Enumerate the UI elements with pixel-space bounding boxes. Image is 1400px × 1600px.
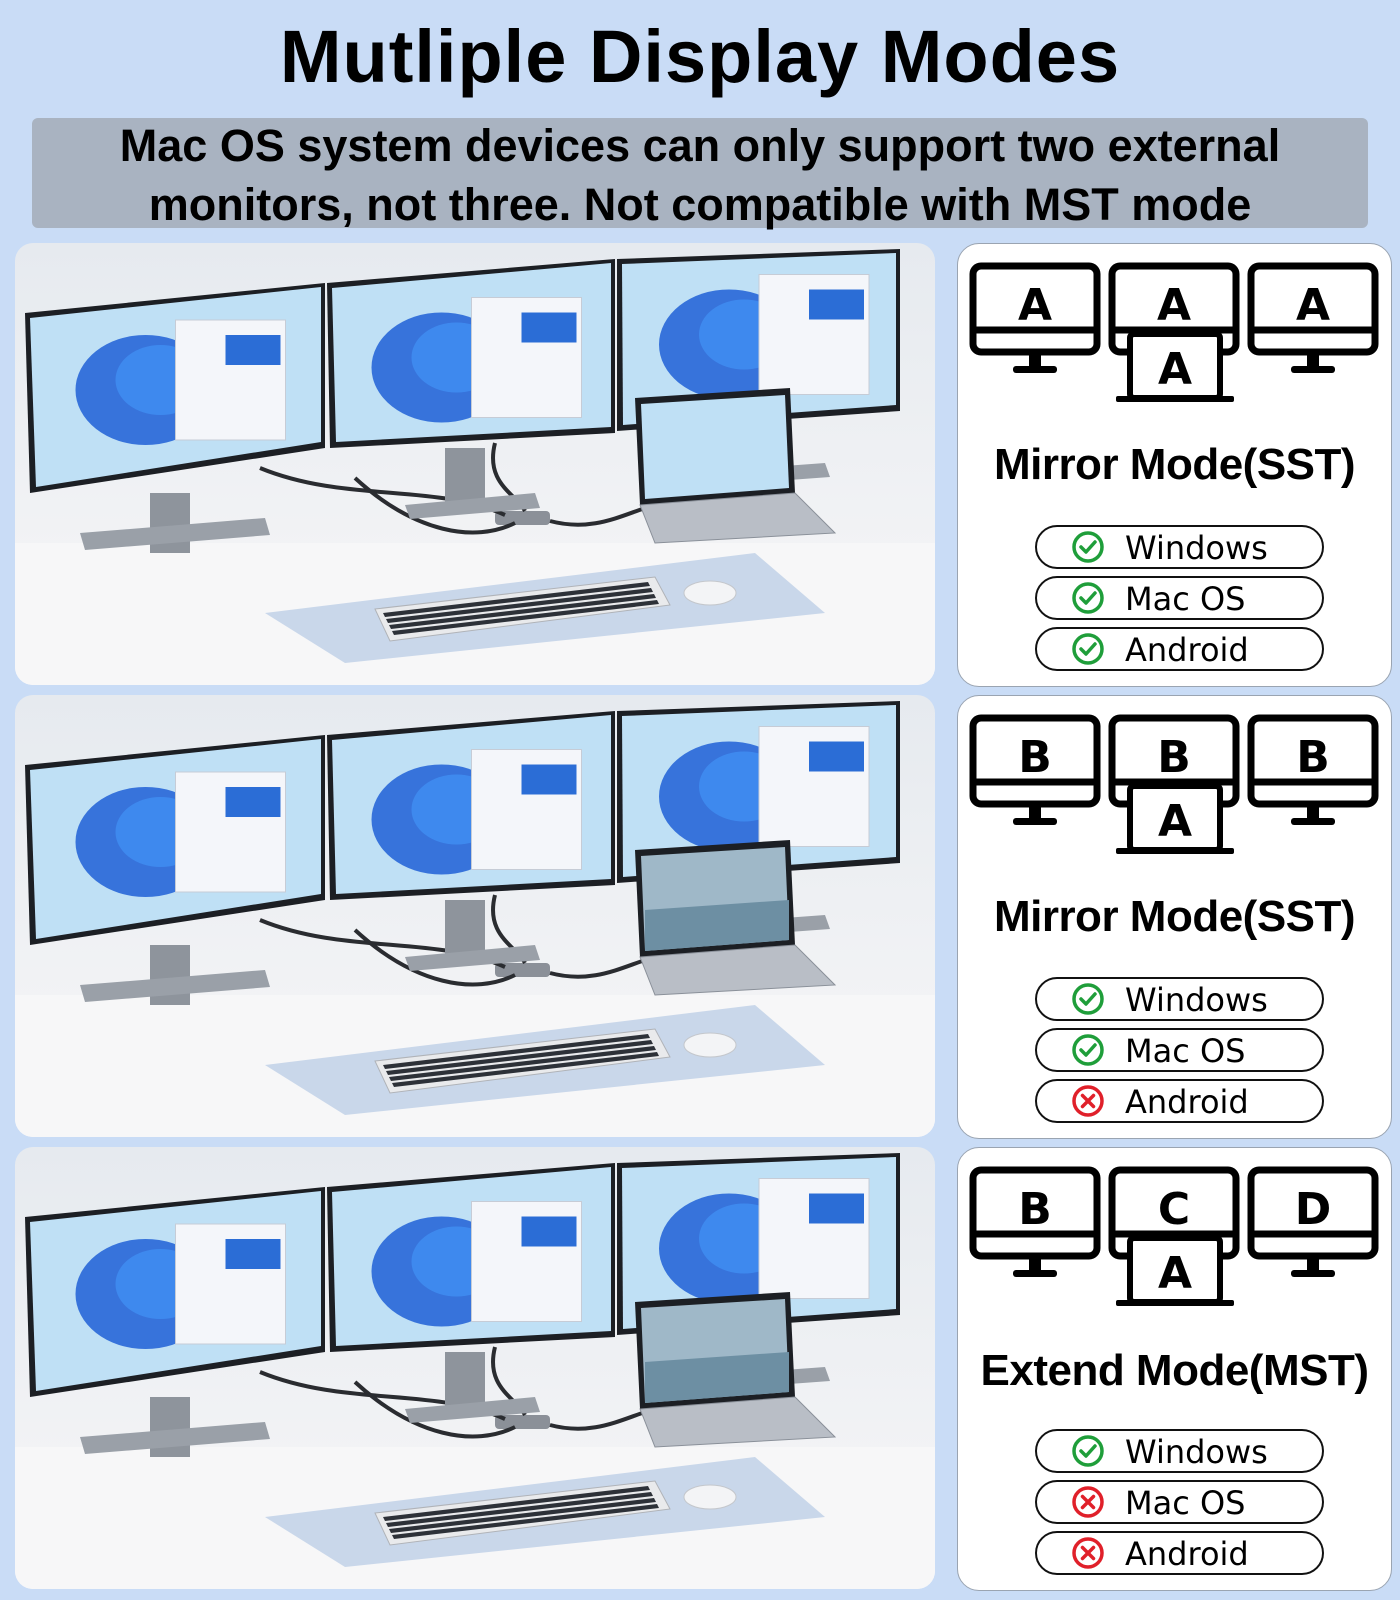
mode-title: Extend Mode(MST): [980, 1346, 1369, 1395]
os-name: Android: [1125, 1083, 1249, 1121]
check-circle-icon: [1072, 1435, 1104, 1467]
monitor-icon: A: [969, 262, 1101, 373]
mode-title: Mirror Mode(SST): [993, 440, 1356, 489]
svg-text:B: B: [1018, 732, 1052, 783]
notice-line-2: monitors, not three. Not compatible with…: [148, 179, 1252, 230]
check-circle-icon: [1072, 983, 1104, 1015]
check-circle-icon: [1072, 633, 1104, 665]
os-compat-android: Android: [1035, 1531, 1324, 1575]
check-circle-icon: [1072, 1034, 1104, 1066]
check-circle-icon: [1072, 582, 1104, 614]
os-compat-windows: Windows: [1035, 1429, 1324, 1473]
laptop-icon: A: [1116, 783, 1234, 854]
os-compat-mac-os: Mac OS: [1035, 576, 1324, 620]
svg-text:A: A: [1158, 344, 1192, 395]
laptop-icon: A: [1116, 331, 1234, 402]
os-name: Mac OS: [1125, 1484, 1246, 1522]
display-diagram: B C D A: [969, 1166, 1379, 1306]
os-name: Windows: [1125, 981, 1268, 1019]
svg-text:D: D: [1295, 1184, 1332, 1235]
os-compat-android: Android: [1035, 1079, 1324, 1123]
svg-text:A: A: [1296, 280, 1330, 331]
setup-photo: [15, 695, 935, 1137]
svg-text:A: A: [1018, 280, 1052, 331]
svg-text:A: A: [1157, 280, 1191, 331]
check-circle-icon: [1072, 531, 1104, 563]
svg-text:B: B: [1157, 732, 1191, 783]
os-compat-mac-os: Mac OS: [1035, 1028, 1324, 1072]
os-name: Windows: [1125, 1433, 1268, 1471]
svg-text:B: B: [1018, 1184, 1052, 1235]
notice-line-1: Mac OS system devices can only support t…: [119, 120, 1281, 171]
x-circle-icon: [1072, 1486, 1104, 1518]
x-circle-icon: [1072, 1085, 1104, 1117]
page-title: Mutliple Display Modes: [279, 15, 1121, 98]
os-compat-windows: Windows: [1035, 977, 1324, 1021]
svg-text:C: C: [1158, 1184, 1190, 1235]
svg-text:A: A: [1158, 796, 1192, 847]
setup-photo: [15, 243, 935, 685]
notice-box: [32, 118, 1368, 228]
os-name: Windows: [1125, 529, 1268, 567]
os-compat-mac-os: Mac OS: [1035, 1480, 1324, 1524]
mode-title: Mirror Mode(SST): [993, 892, 1356, 941]
svg-text:B: B: [1296, 732, 1330, 783]
notice-text: Mac OS system devices can only support t…: [32, 116, 1368, 234]
monitor-icon: A: [1247, 262, 1379, 373]
os-name: Mac OS: [1125, 1032, 1246, 1070]
svg-text:A: A: [1158, 1248, 1192, 1299]
os-compat-windows: Windows: [1035, 525, 1324, 569]
laptop-icon: A: [1116, 1235, 1234, 1306]
monitor-icon: B: [1247, 714, 1379, 825]
os-name: Android: [1125, 1535, 1249, 1573]
monitor-icon: D: [1247, 1166, 1379, 1277]
monitor-icon: B: [969, 1166, 1101, 1277]
x-circle-icon: [1072, 1537, 1104, 1569]
os-name: Mac OS: [1125, 580, 1246, 618]
os-name: Android: [1125, 631, 1249, 669]
setup-photo: [15, 1147, 935, 1589]
monitor-icon: B: [969, 714, 1101, 825]
os-compat-android: Android: [1035, 627, 1324, 671]
